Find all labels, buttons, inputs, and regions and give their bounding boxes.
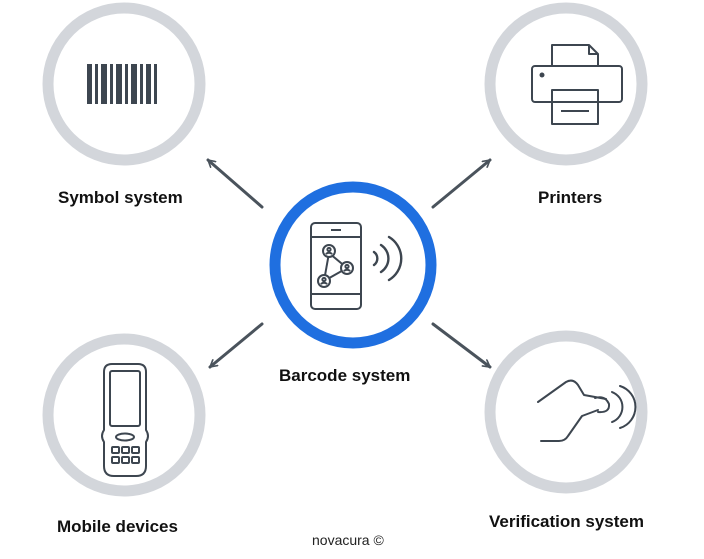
printers-label: Printers: [538, 188, 603, 207]
wireless-signal-icon: [372, 235, 403, 282]
copyright-footer: novacura ©: [312, 532, 384, 548]
fingerprint-touch-icon: [537, 379, 637, 442]
mobile-devices-ring: [42, 333, 206, 497]
symbol-system-ring: [42, 2, 206, 166]
verification-system-ring: [484, 330, 648, 494]
arrow-to-mobile-devices: [208, 322, 264, 369]
symbol-system-label: Symbol system: [58, 188, 183, 207]
handheld-scanner-icon: [101, 363, 149, 477]
printers-ring: [484, 2, 648, 166]
arrow-to-symbol-system: [206, 158, 264, 209]
verification-system-label: Verification system: [489, 512, 644, 531]
arrow-to-printers: [431, 158, 492, 209]
arrow-to-verification-system: [431, 322, 492, 369]
barcode-system-label: Barcode system: [279, 366, 411, 385]
mobile-devices-label: Mobile devices: [57, 517, 178, 536]
barcode-icon: [87, 64, 157, 104]
smartphone-network-icon: [310, 222, 362, 310]
printer-icon: [531, 44, 623, 125]
